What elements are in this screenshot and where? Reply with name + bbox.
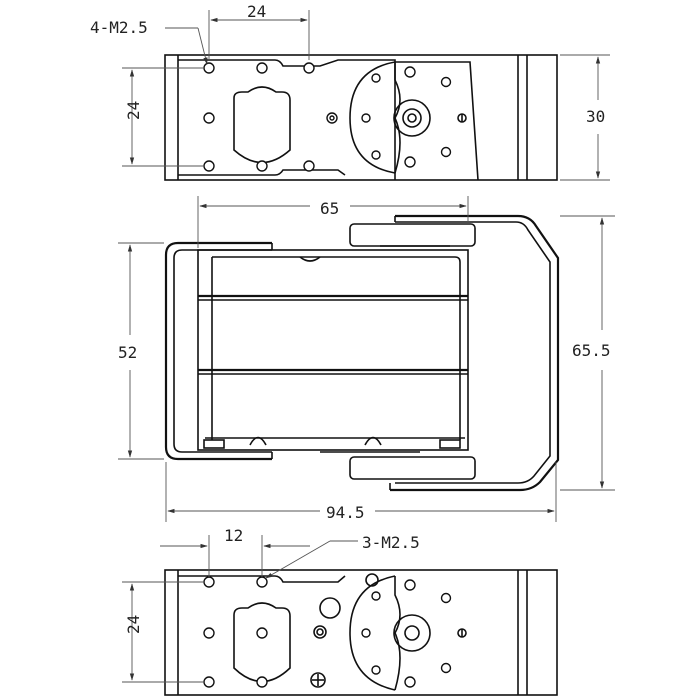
top-dim-width-label: 24 bbox=[247, 2, 266, 21]
top-view-hole bbox=[404, 156, 416, 168]
bottom-hole-label: 3-M2.5 bbox=[362, 533, 420, 552]
front-horn-top bbox=[349, 223, 476, 247]
top-view-hole bbox=[203, 112, 215, 124]
bottom-view-hole bbox=[256, 627, 268, 639]
bottom-view-port bbox=[319, 597, 341, 619]
front-dim-left-height-label: 52 bbox=[118, 343, 137, 362]
bottom-view-right-plate-arc bbox=[394, 576, 401, 691]
bottom-view-spline-boss bbox=[393, 614, 431, 652]
front-inner-bracket bbox=[390, 214, 560, 492]
bottom-view-hole bbox=[404, 579, 416, 591]
top-view-hole bbox=[256, 62, 268, 74]
bottom-view-hole bbox=[203, 576, 215, 588]
front-servo-foot bbox=[203, 439, 225, 449]
front-view: 65 52 65.5 94.5 bbox=[118, 196, 615, 522]
front-horn-bottom bbox=[349, 456, 476, 480]
top-view-plate-bottom-edge bbox=[178, 169, 346, 176]
bottom-view-hole bbox=[440, 662, 452, 674]
bottom-view: 12 3-M2.5 24 bbox=[122, 526, 558, 696]
top-dim-left-height-label: 24 bbox=[124, 101, 143, 120]
top-view-hole bbox=[371, 150, 381, 160]
front-dim-right-height-label: 65.5 bbox=[572, 341, 611, 360]
top-view-horn-disc bbox=[349, 61, 396, 174]
top-view-hole bbox=[371, 73, 381, 83]
top-view-hole bbox=[303, 160, 315, 172]
bottom-dim-left-height-label: 24 bbox=[124, 615, 143, 634]
bottom-view-hole bbox=[256, 676, 268, 688]
top-view-hole bbox=[361, 113, 371, 123]
top-view-hole bbox=[256, 160, 268, 172]
top-view-hole bbox=[440, 76, 452, 88]
top-view-spline bbox=[402, 108, 422, 128]
front-outer-bracket bbox=[164, 241, 272, 461]
bottom-view-screw bbox=[310, 672, 326, 688]
bottom-view-screw-center bbox=[316, 628, 324, 636]
bottom-dim-width-label: 12 bbox=[224, 526, 243, 545]
top-view-hole bbox=[303, 62, 315, 74]
top-view-spline-boss bbox=[393, 99, 431, 137]
top-dim-right-height-label: 30 bbox=[586, 107, 605, 126]
bottom-view-outline bbox=[164, 569, 558, 696]
top-view-plate-edge bbox=[178, 59, 396, 180]
front-servo-top-edge bbox=[212, 256, 461, 263]
top-view-hole bbox=[203, 62, 215, 74]
bottom-view-plate-edge bbox=[178, 575, 346, 583]
front-outer-bracket-inner bbox=[173, 249, 272, 453]
top-view-spline-center bbox=[407, 113, 417, 123]
front-inner-bracket-inner bbox=[395, 221, 551, 484]
top-hole-leader-arrow bbox=[197, 27, 208, 65]
top-view-hole-center bbox=[329, 115, 335, 121]
bottom-view-hole bbox=[371, 591, 381, 601]
top-view-right-plate-arc bbox=[394, 62, 401, 174]
front-servo-foot bbox=[439, 439, 461, 449]
bottom-view-hole bbox=[203, 676, 215, 688]
front-servo-body bbox=[197, 249, 469, 451]
bottom-view-hole bbox=[256, 576, 268, 588]
front-servo-tab bbox=[364, 436, 382, 446]
bottom-view-hole bbox=[203, 627, 215, 639]
top-view-hole bbox=[203, 160, 215, 172]
top-view: 4-M2.5 24 24 30 bbox=[90, 2, 610, 181]
front-servo-tab bbox=[249, 436, 267, 446]
top-view-hole bbox=[404, 66, 416, 78]
bottom-view-hole bbox=[361, 628, 371, 638]
top-hole-label: 4-M2.5 bbox=[90, 18, 148, 37]
bottom-view-spline bbox=[404, 625, 420, 641]
bottom-view-hole bbox=[440, 592, 452, 604]
front-servo-notch bbox=[299, 256, 321, 262]
bottom-view-hole bbox=[404, 676, 416, 688]
bottom-view-u-cutout bbox=[233, 602, 291, 683]
top-view-u-cutout bbox=[233, 86, 291, 164]
bottom-view-screw bbox=[365, 573, 379, 587]
top-view-right-plate bbox=[395, 61, 479, 181]
top-view-outline bbox=[164, 54, 558, 181]
front-dim-bottom-width-label: 94.5 bbox=[326, 503, 365, 522]
bottom-view-hole bbox=[371, 665, 381, 675]
bottom-hole-leader-arrow bbox=[265, 540, 331, 579]
top-view-hole bbox=[440, 146, 452, 158]
bottom-view-horn-disc bbox=[349, 575, 396, 691]
front-dim-top-width-label: 65 bbox=[320, 199, 339, 218]
bottom-view-screw bbox=[313, 625, 327, 639]
